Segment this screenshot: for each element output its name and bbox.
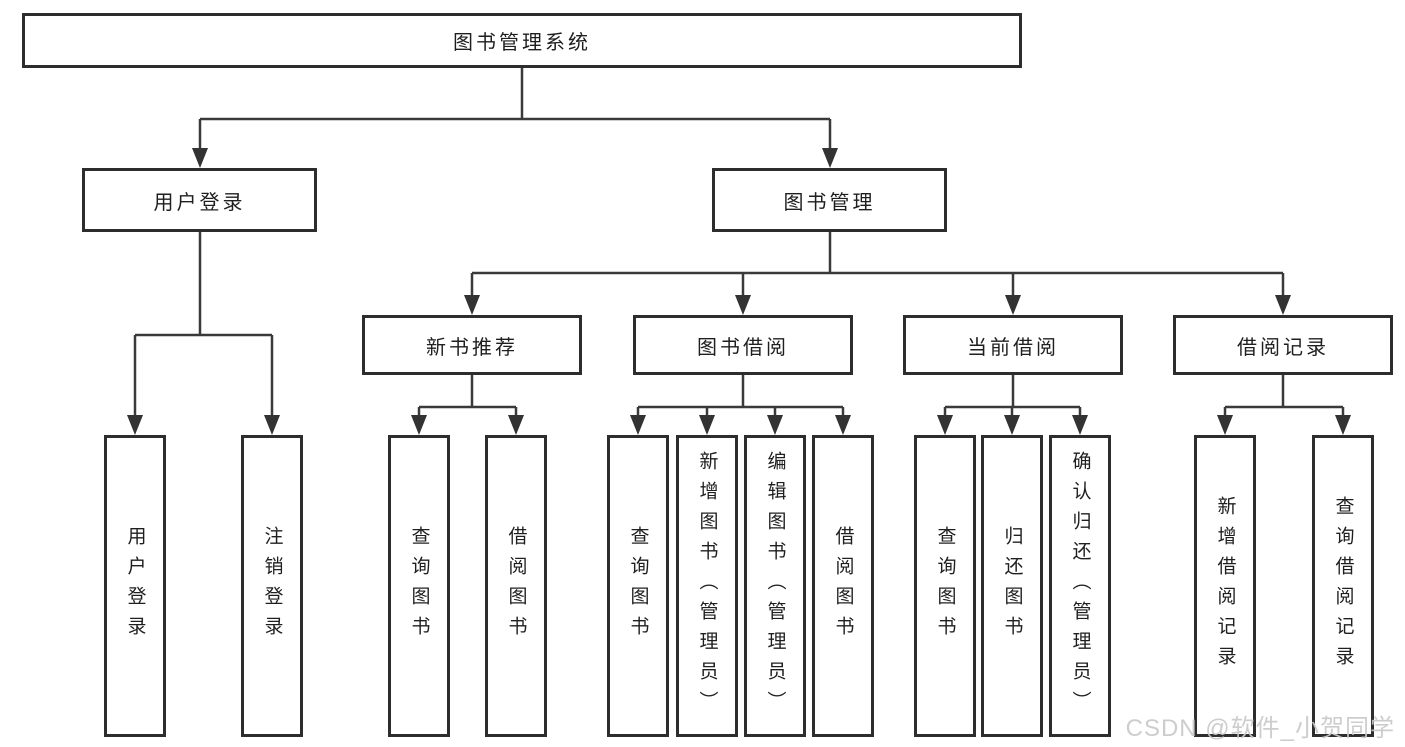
node-label: 查询借阅记录	[1332, 496, 1354, 676]
node-label: 注销登录	[261, 526, 283, 646]
node-label: 图书管理	[783, 191, 876, 214]
node-borrowing-records: 借阅记录	[1173, 315, 1393, 375]
leaf-confirm-return-admin: 确认归还（管理员）	[1049, 435, 1111, 737]
node-label: 新增图书（管理员）	[696, 451, 718, 721]
node-current-borrowing: 当前借阅	[903, 315, 1123, 375]
leaf-borrow-books-recommend: 借阅图书	[485, 435, 547, 737]
leaf-user-login: 用户登录	[104, 435, 166, 737]
node-label: 用户登录	[153, 191, 246, 214]
node-label: 当前借阅	[967, 336, 1059, 359]
csdn-watermark: CSDN @软件_小贺同学	[1125, 715, 1395, 742]
node-label: 借阅图书	[832, 526, 854, 646]
node-label: 图书管理系统	[453, 32, 591, 54]
node-label: 归还图书	[1001, 526, 1023, 646]
node-label: 借阅图书	[505, 526, 527, 646]
node-label: 查询图书	[408, 526, 430, 646]
leaf-add-borrow-record: 新增借阅记录	[1194, 435, 1256, 737]
node-library-management-system: 图书管理系统	[22, 13, 1022, 68]
leaf-query-books-current: 查询图书	[914, 435, 976, 737]
leaf-logout: 注销登录	[241, 435, 303, 737]
leaf-query-books-borrow: 查询图书	[607, 435, 669, 737]
node-book-management: 图书管理	[712, 168, 947, 232]
node-user-login: 用户登录	[82, 168, 317, 232]
node-label: 编辑图书（管理员）	[764, 451, 786, 721]
leaf-edit-books-admin: 编辑图书（管理员）	[744, 435, 806, 737]
node-new-book-recommendation: 新书推荐	[362, 315, 582, 375]
node-label: 查询图书	[934, 526, 956, 646]
node-label: 新书推荐	[426, 336, 518, 359]
leaf-borrow-books: 借阅图书	[812, 435, 874, 737]
node-label: 借阅记录	[1237, 336, 1329, 359]
leaf-add-books-admin: 新增图书（管理员）	[676, 435, 738, 737]
leaf-query-borrow-record: 查询借阅记录	[1312, 435, 1374, 737]
leaf-query-books-recommend: 查询图书	[388, 435, 450, 737]
node-label: 用户登录	[124, 526, 146, 646]
node-label: 新增借阅记录	[1214, 496, 1236, 676]
node-label: 查询图书	[627, 526, 649, 646]
leaf-return-books: 归还图书	[981, 435, 1043, 737]
node-label: 确认归还（管理员）	[1069, 451, 1091, 721]
node-book-borrowing: 图书借阅	[633, 315, 853, 375]
node-label: 图书借阅	[697, 336, 789, 359]
